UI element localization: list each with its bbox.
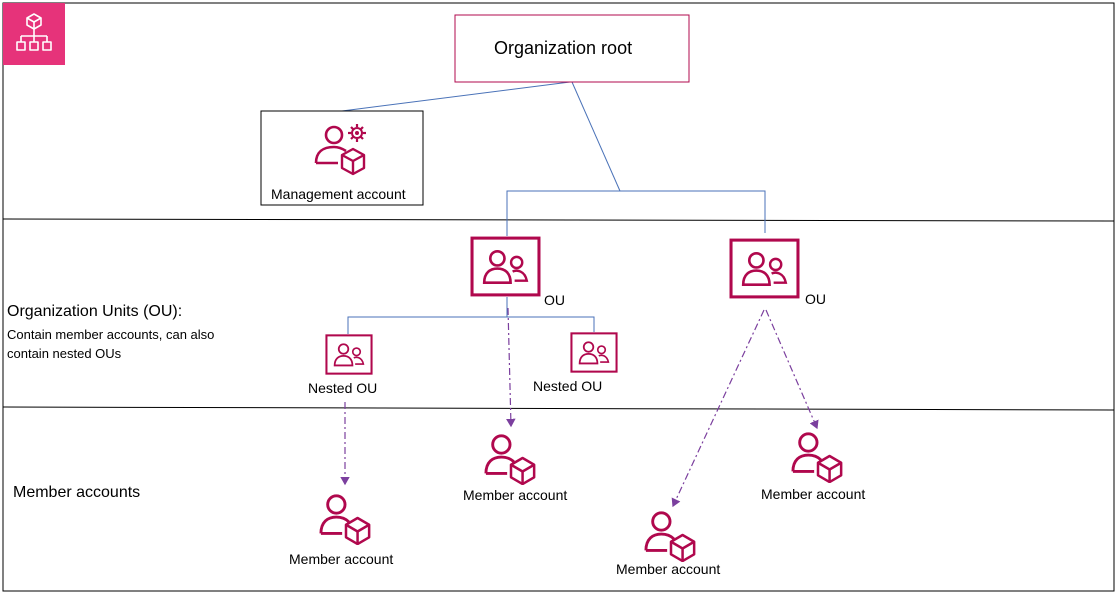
organization-root-box xyxy=(454,14,690,83)
band-divider-bottom xyxy=(2,406,1115,411)
member-account-icon xyxy=(644,511,696,562)
nested-ou-label: Nested OU xyxy=(533,378,603,394)
member-account-label: Member account xyxy=(761,486,866,502)
band-divider-top xyxy=(2,218,1115,222)
management-account-icon xyxy=(314,124,366,176)
membership-arrows xyxy=(340,307,819,508)
ou-label: OU xyxy=(805,291,826,307)
member-account-icon xyxy=(484,434,536,485)
organization-root-label: Organization root xyxy=(494,38,633,58)
member-account-icon xyxy=(791,432,843,483)
organizations-icon xyxy=(3,3,65,65)
ou-label: OU xyxy=(544,292,565,308)
nested-ou-label: Nested OU xyxy=(308,380,378,396)
member-account-label: Member account xyxy=(616,561,721,577)
nested-ou-icon xyxy=(325,334,373,375)
member-account-label: Member account xyxy=(289,551,394,567)
ou-band-title: Organization Units (OU): xyxy=(7,303,183,320)
member-account-icon xyxy=(319,494,371,545)
hierarchy-connectors xyxy=(341,81,766,334)
member-account-label: Member account xyxy=(463,487,568,503)
organizational-unit-icon xyxy=(470,236,541,297)
nested-ou-icon xyxy=(570,332,618,373)
ou-band-description: Contain member accounts, can also xyxy=(7,327,215,342)
organizational-unit-icon xyxy=(729,238,800,299)
ou-band-description: contain nested OUs xyxy=(7,346,122,361)
members-band-title: Member accounts xyxy=(13,484,141,501)
management-account-label: Management account xyxy=(271,186,406,202)
